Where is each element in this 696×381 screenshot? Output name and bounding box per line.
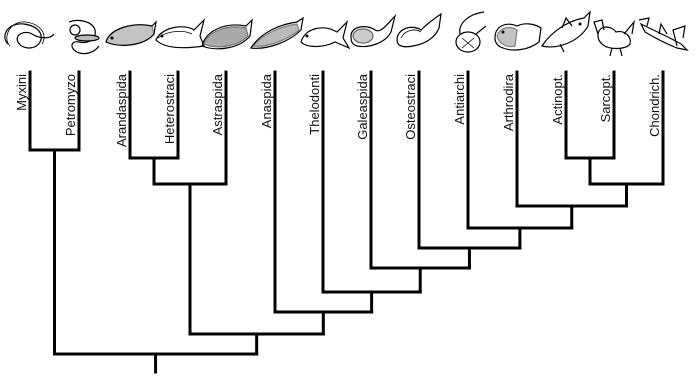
- heterostracan-icon: [155, 18, 206, 49]
- chicken-icon: [593, 19, 635, 57]
- taxon-label: Arandaspida: [114, 73, 129, 147]
- taxon-label: Sarcopt.: [598, 74, 613, 122]
- arthrodire-icon: [494, 23, 542, 51]
- taxon-label: Thelodonti: [307, 74, 322, 135]
- osteostracan-icon: [396, 12, 442, 48]
- branches: [28, 70, 665, 374]
- astraspid-icon: [201, 18, 253, 50]
- arandaspid-icon: [105, 20, 157, 46]
- hagfish-icon: [4, 21, 55, 49]
- anaspid-icon: [249, 16, 304, 49]
- ray-finned-fish-icon: [541, 10, 591, 53]
- taxon-label: Arthrodira: [501, 73, 516, 131]
- taxon-label: Myxini: [14, 74, 29, 111]
- taxon-label: Heterostraci: [162, 74, 177, 144]
- taxon-label: Anaspida: [259, 73, 274, 128]
- taxon-label: Antiarchi: [452, 74, 467, 125]
- hammerhead-shark-icon: [638, 17, 689, 51]
- taxon-label: Astraspida: [210, 73, 225, 135]
- antiarch-icon: [455, 11, 487, 53]
- taxon-label: Petromyzo: [63, 74, 78, 136]
- taxon-label: Galeaspida: [355, 73, 370, 140]
- galeaspid-icon: [350, 14, 397, 48]
- taxon-label: Chondrich.: [647, 74, 662, 137]
- organism-illustrations: [4, 10, 689, 57]
- thelodont-icon: [300, 20, 351, 50]
- lamprey-icon: [68, 19, 100, 55]
- taxon-label: Actinopt.: [550, 74, 565, 125]
- taxon-labels: Myxini Petromyzo Arandaspida Heterostraci As…: [14, 73, 662, 147]
- taxon-label: Osteostraci: [403, 74, 418, 140]
